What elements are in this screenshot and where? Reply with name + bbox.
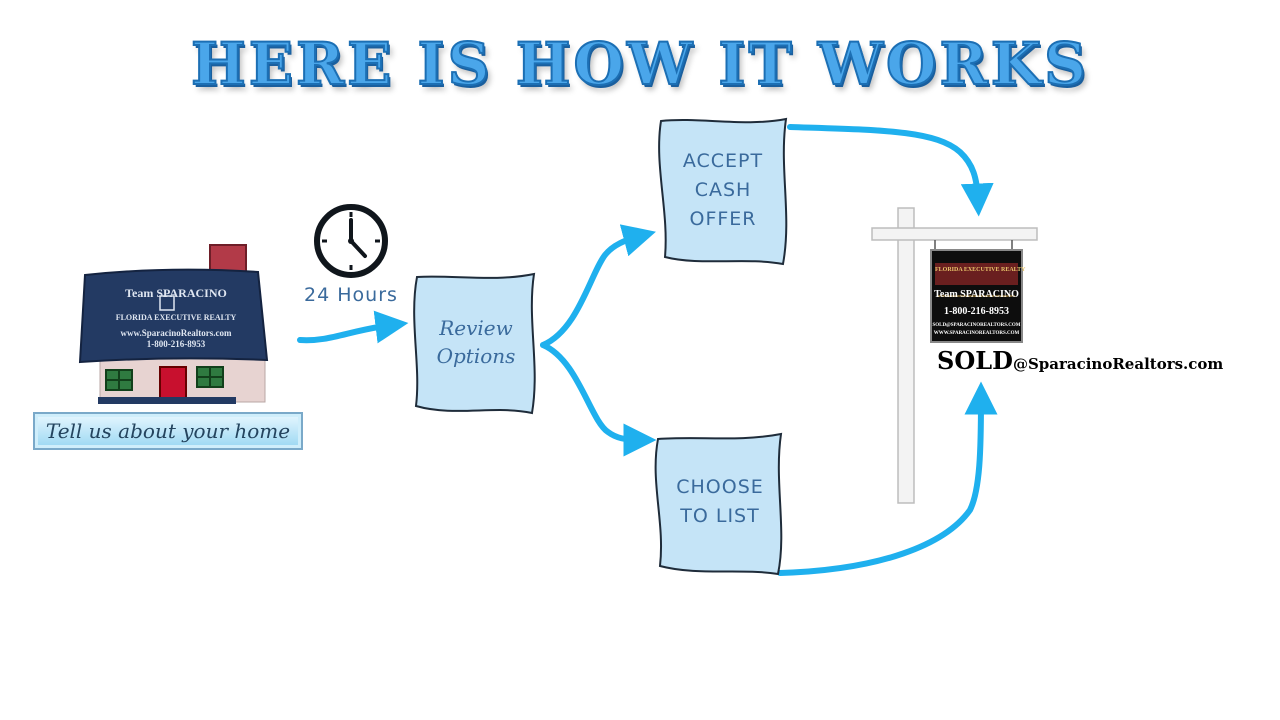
flow-arrows [297, 124, 998, 576]
sign-team: Team SPARACINO [934, 289, 1019, 300]
step-box-accept [658, 117, 788, 266]
accept-line-2: CASH [694, 179, 752, 201]
accept-line-1: ACCEPT [682, 150, 764, 172]
house-image [78, 244, 269, 404]
list-line-2: TO LIST [680, 505, 760, 527]
step-box-review [413, 272, 536, 415]
arrow-review-to-accept [540, 224, 656, 348]
accept-label: ACCEPT CASH OFFER [660, 147, 786, 234]
list-line-1: CHOOSE [676, 476, 764, 498]
clock-label: 24 Hours [304, 284, 398, 306]
tell-us-button[interactable]: Tell us about your home [33, 412, 303, 450]
step-box-list [654, 432, 783, 576]
arrow-list-to-sign [777, 381, 998, 576]
review-label: Review Options [416, 314, 536, 370]
sign-email: SOLD@SPARACINOREALTORS.COM [932, 323, 1021, 328]
arrow-review-to-list [540, 342, 657, 457]
review-line-1: Review [439, 316, 513, 340]
sign-phone: 1-800-216-8953 [944, 306, 1009, 317]
accept-line-3: OFFER [689, 208, 757, 230]
sold-address: @SparacinoRealtors.com [1012, 355, 1224, 373]
sign-post-image [871, 207, 1038, 504]
sold-word: SOLD [937, 346, 1013, 375]
page-title: HERE IS HOW IT WORKS [190, 29, 1090, 99]
sign-website: WWW.SPARACINOREALTORS.COM [933, 331, 1020, 336]
house-phone: 1-800-216-8953 [146, 339, 206, 349]
sold-email: SOLD@SparacinoRealtors.com [937, 346, 1223, 375]
house-team-name: Team SPARACINO [125, 286, 227, 300]
arrow-accept-to-sign [787, 124, 994, 217]
clock-icon [314, 204, 388, 278]
house-website: www.SparacinoRealtors.com [120, 328, 232, 338]
house-brokerage: FLORIDA EXECUTIVE REALTY [115, 313, 237, 322]
sign-brokerage: FLORIDA EXECUTIVE REALTY [935, 267, 1026, 273]
list-label: CHOOSE TO LIST [658, 473, 782, 531]
arrow-house-to-review [297, 310, 409, 344]
review-line-2: Options [436, 344, 516, 368]
